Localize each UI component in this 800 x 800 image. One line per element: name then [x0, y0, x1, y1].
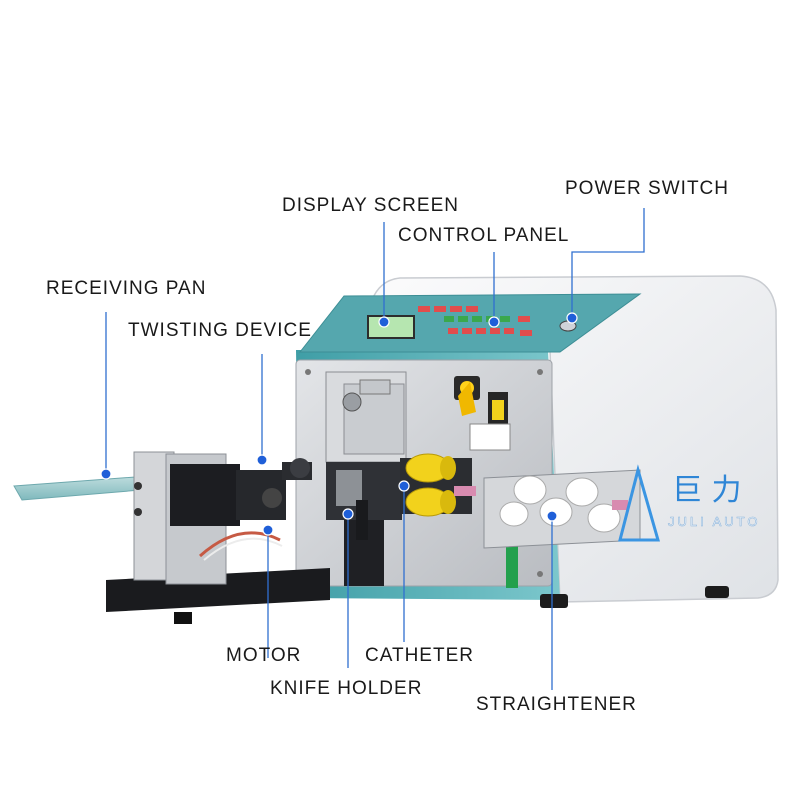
marker-receiving-pan: [100, 468, 112, 480]
label-power-switch: POWER SWITCH: [565, 178, 729, 199]
marker-motor: [262, 524, 274, 536]
brand-name-cn: 巨 力: [672, 473, 742, 508]
leader-lines: [105, 208, 645, 690]
marker-knife-holder: [342, 508, 354, 520]
label-receiving-pan: RECEIVING PAN: [46, 278, 207, 299]
marker-straightener: [546, 510, 558, 522]
twisting-assembly: [13, 451, 330, 624]
label-straightener: STRAIGHTENER: [476, 694, 637, 715]
control-panel-graphic: [367, 306, 577, 339]
brand-logo: 巨 力 JULI AUTO: [618, 464, 761, 542]
straightener-unit: [454, 469, 641, 549]
dial-knob: [454, 376, 518, 588]
label-display-screen: DISPLAY SCREEN: [282, 195, 459, 216]
label-knife-holder: KNIFE HOLDER: [270, 678, 423, 699]
catheter-rollers: [400, 453, 472, 517]
brand-name-en: JULI AUTO: [668, 514, 761, 529]
marker-display-screen: [378, 316, 390, 328]
label-motor: MOTOR: [226, 645, 302, 666]
marker-power-switch: [566, 312, 578, 324]
label-catheter: CATHETER: [365, 645, 474, 666]
marker-twisting-device: [256, 454, 268, 466]
leader-dots: [100, 312, 578, 536]
label-twisting-device: TWISTING DEVICE: [128, 320, 312, 341]
cutter-head: [325, 371, 407, 586]
marker-control-panel: [488, 316, 500, 328]
label-control-panel: CONTROL PANEL: [398, 225, 570, 246]
marker-catheter: [398, 480, 410, 492]
